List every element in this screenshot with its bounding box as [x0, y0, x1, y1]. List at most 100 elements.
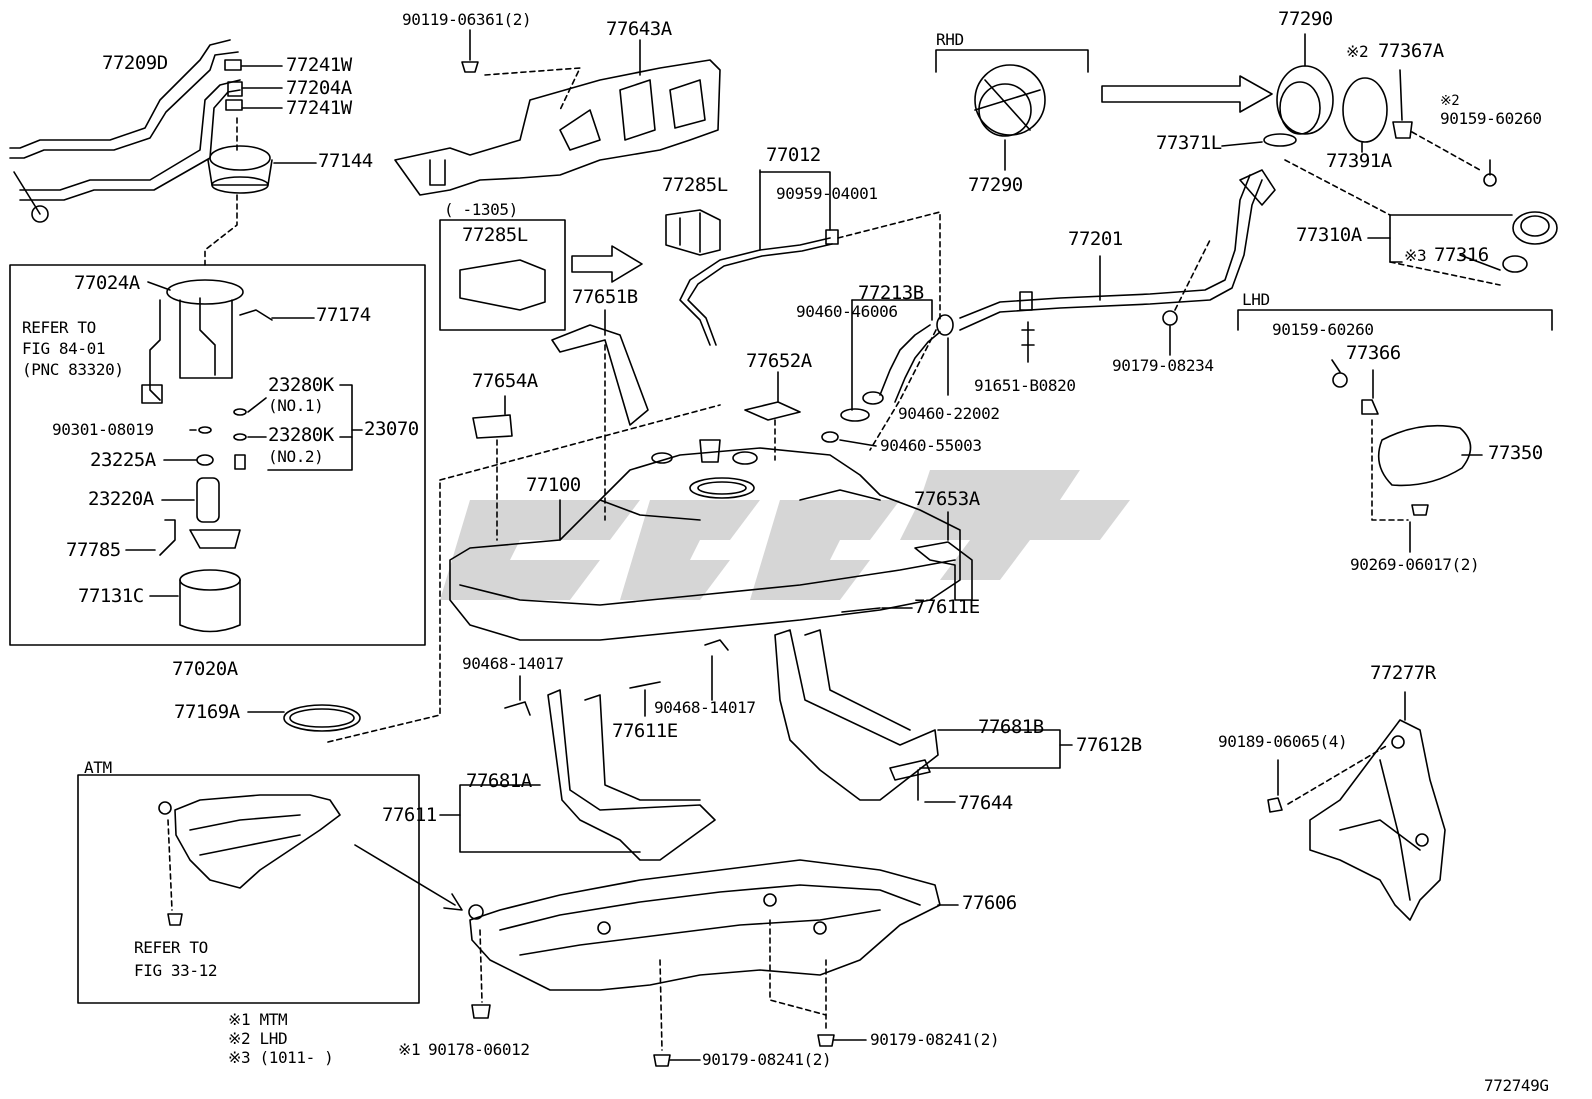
lock-ring-77144 [209, 145, 271, 171]
note-1: ※1 MTM [228, 1010, 288, 1029]
tank-contour [599, 499, 701, 521]
label-23070: 23070 [364, 418, 419, 440]
mark-2-a: ※2 [1346, 42, 1369, 61]
dash [1371, 419, 1409, 521]
fuel-tank-77100 [449, 447, 961, 641]
lock-ring-bottom [211, 176, 269, 194]
protector-detail [559, 109, 601, 151]
label-rhd: RHD [936, 30, 964, 49]
label-90460-22002: 90460-22002 [898, 404, 1000, 423]
label-23220A: 23220A [88, 488, 154, 510]
bracket-77277R [1309, 719, 1446, 921]
ref-fig33-line1: REFER TO [134, 938, 208, 957]
clip-77285L-inset [459, 259, 546, 311]
bolt-90159-60260 [1483, 173, 1497, 187]
part-23225A [196, 454, 214, 466]
label-77241W: 77241W [286, 54, 352, 76]
bracket-hole [1391, 735, 1405, 749]
label-77643A: 77643A [606, 18, 672, 40]
bracket-23070 [267, 384, 353, 471]
gasket-77391A [1342, 77, 1388, 143]
mark-1: ※1 [398, 1040, 421, 1059]
gasket-77169A [283, 704, 361, 732]
clip-77241W-a [224, 59, 242, 71]
fuel-line-77209D-c [19, 79, 241, 191]
ref-fig84-line3: (PNC 83320) [22, 360, 124, 379]
dash [479, 929, 483, 1003]
clip-77174 [239, 309, 273, 321]
label-77652A: 77652A [746, 350, 812, 372]
label-atm: ATM [84, 758, 112, 777]
housing-lhd-inner [1279, 81, 1321, 135]
bracket-77611 [459, 784, 641, 853]
strap-77681B-inner [804, 629, 911, 731]
diagram-id: 772749G [1484, 1076, 1549, 1095]
screw-90269 [1411, 504, 1429, 516]
label-77131C: 77131C [78, 585, 144, 607]
hose-77012 [679, 237, 831, 346]
bracket-77310A [1389, 214, 1403, 263]
hinge-77366 [1361, 399, 1379, 415]
nut-90179-b [817, 1034, 835, 1047]
housing-inner [978, 83, 1032, 137]
label-77653A: 77653A [914, 488, 980, 510]
dash [1284, 159, 1391, 216]
ref-fig84-line2: FIG 84-01 [22, 339, 106, 358]
fuel-line-77209D [9, 39, 231, 149]
label-77201: 77201 [1068, 228, 1123, 250]
nut-90189 [1267, 797, 1283, 813]
strap-77681B [774, 629, 939, 801]
clip-77241W-b [225, 99, 243, 111]
label-77654A: 77654A [472, 370, 538, 392]
watermark-logo [440, 470, 1130, 600]
label-77785: 77785 [66, 539, 121, 561]
strap-77681A [547, 689, 716, 861]
label-90468-14017-b: 90468-14017 [654, 698, 756, 717]
tank-port [651, 452, 673, 464]
label-90179-08241-b: 90179-08241(2) [870, 1030, 1000, 1049]
note-3: ※3 (1011- ) [228, 1048, 334, 1067]
bracket-detail [1339, 759, 1421, 901]
filter-77131C [179, 579, 241, 633]
nut-90178 [471, 1004, 491, 1019]
oring-23280K-2 [233, 433, 247, 441]
bolt-thread [1021, 329, 1035, 346]
atm-skid-plate [174, 794, 341, 889]
pump-inner [199, 297, 216, 376]
harness-77785 [159, 519, 176, 556]
pipe-clamp [1019, 291, 1033, 311]
filler-neck [1239, 169, 1276, 206]
fuel-line-77209D-d [19, 89, 241, 201]
dash [1287, 744, 1389, 805]
leader [1399, 69, 1403, 121]
part-77367A [1392, 121, 1413, 139]
clamp-90460-55003 [821, 431, 839, 443]
protector-detail [619, 79, 656, 141]
clip-77285L [665, 209, 721, 256]
cap-77310A [1512, 211, 1558, 245]
sensor [234, 454, 246, 470]
dash [167, 819, 173, 911]
line-connector [13, 171, 41, 215]
mark-3: ※3 [1404, 246, 1427, 265]
label-90269-06017: 90269-06017(2) [1350, 555, 1480, 574]
label-77366: 77366 [1346, 342, 1401, 364]
label-no1: (NO.1) [268, 396, 324, 415]
skid-hole [813, 921, 827, 935]
lhd-bracket [1237, 309, 1553, 331]
label-77209D: 77209D [102, 52, 168, 74]
fuel-pump-23220A [196, 477, 220, 523]
skid-hole [763, 893, 777, 907]
strap-77651B [551, 324, 649, 426]
hose-77213B [879, 324, 931, 396]
bolt-77611E [841, 607, 881, 613]
label-77611E-b: 77611E [612, 720, 678, 742]
rhd-bracket [935, 49, 1089, 73]
housing-77290-lhd [1276, 65, 1334, 135]
label-90179-08234: 90179-08234 [1112, 356, 1214, 375]
fuel-line-77209D-b [9, 51, 239, 159]
label-90460-55003: 90460-55003 [880, 436, 982, 455]
hose-clamp [936, 314, 954, 336]
dash [1174, 239, 1211, 311]
skid-mount [468, 904, 484, 920]
